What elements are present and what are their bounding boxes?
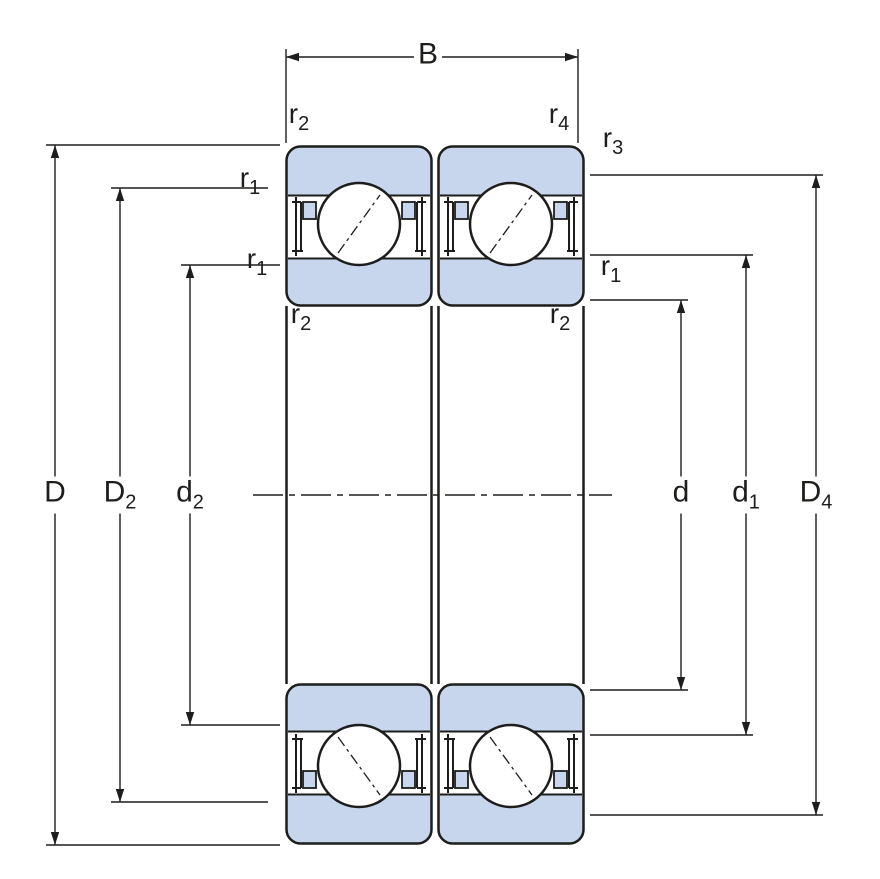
dim-label-D4: D4	[795, 476, 837, 514]
radius-label-r2-top-left: r2	[288, 98, 310, 135]
dim-label-d2: d2	[172, 476, 208, 514]
radius-label-r1-right: r1	[600, 250, 622, 287]
dim-label-D: D	[40, 476, 70, 514]
radius-label-r3-right-corner: r3	[602, 122, 624, 159]
radius-label-r1-left-upper: r1	[239, 162, 261, 199]
radius-label-r2-left-lower: r2	[290, 298, 312, 335]
radius-label-r4-top-right: r4	[548, 98, 570, 135]
bearing-quarter-bottom-right	[437, 683, 585, 845]
dim-label-d1: d1	[728, 476, 764, 514]
bearing-quarter-top-right	[437, 145, 585, 307]
dim-label-D2: D2	[99, 476, 141, 514]
extension-lines	[46, 49, 823, 846]
radius-label-r1-left-lower: r1	[246, 243, 268, 280]
radius-label-r2-right-lower: r2	[549, 298, 571, 335]
bearing-quarter-bottom-left	[285, 683, 433, 845]
dim-label-d: d	[668, 476, 694, 514]
dim-label-B: B	[413, 38, 443, 76]
bearing-quarter-top-left	[285, 145, 433, 307]
